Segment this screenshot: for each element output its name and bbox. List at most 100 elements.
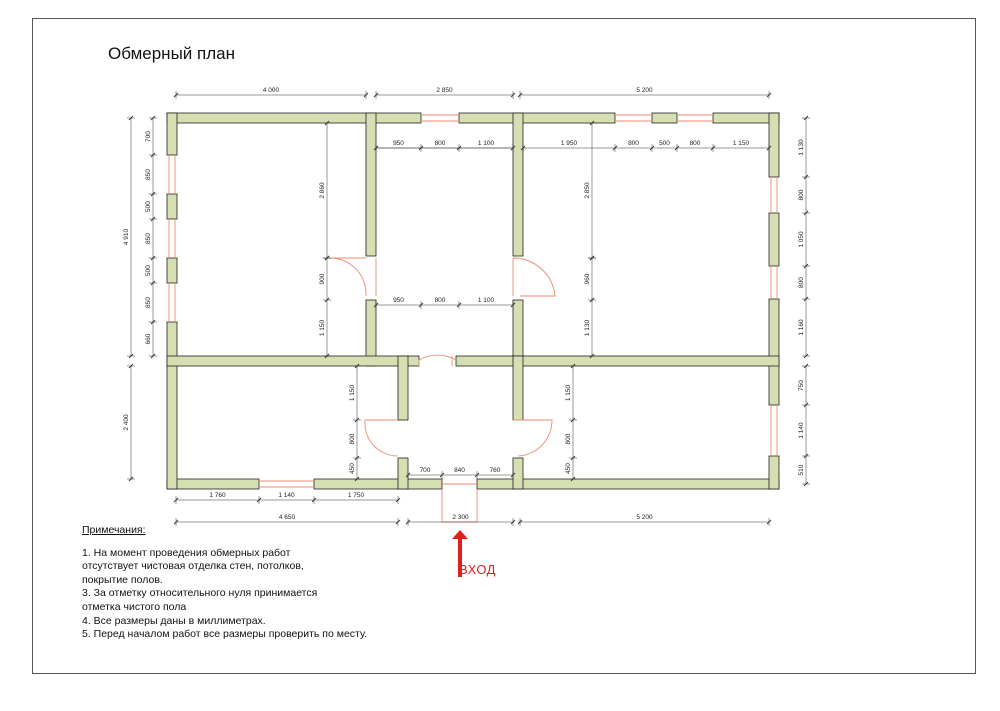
dim-corridor-mid-tick-mark	[418, 302, 424, 308]
dim-hall-bottom-label: 760	[490, 467, 501, 474]
dim-left-room-h-tick-mark	[324, 120, 330, 126]
dim-right-bottom-tick-mark	[803, 402, 809, 408]
dim-bottom-left-total-label: 4 650	[279, 514, 296, 521]
dim-hall-left-label: 800	[349, 433, 356, 444]
dim-corridor-mid-label: 800	[435, 297, 446, 304]
dim-left-windows-label: 660	[145, 333, 152, 344]
wall-segment	[166, 355, 420, 367]
dim-hall-left-tick-mark	[354, 417, 360, 423]
dim-right-door-label: 960	[584, 273, 591, 284]
notes: Примечания: 1. На момент проведения обме…	[82, 524, 367, 642]
page-title: Обмерный план	[108, 44, 235, 63]
door-swing	[418, 354, 457, 366]
entry-arrow-icon	[452, 530, 468, 577]
dim-right-label: 1 160	[798, 319, 805, 336]
dim-bottom-left-label: 1 760	[209, 492, 226, 499]
wall-segment	[166, 193, 178, 220]
dim-right-door-tick-mark	[589, 353, 595, 359]
dim-left-windows-tick-mark	[150, 280, 156, 286]
dim-right-room-tick-mark	[649, 145, 655, 151]
dim-right-label: 1 130	[798, 139, 805, 156]
dim-right-room-h-tick-mark	[589, 120, 595, 126]
dim-left-windows-label: 500	[145, 265, 152, 276]
dim-left-windows-label: 500	[145, 201, 152, 212]
dim-hall-bottom-tick-mark	[439, 472, 445, 478]
dim-bottom-left-total-tick-mark	[395, 519, 401, 525]
drawing-frame	[32, 18, 976, 674]
entry-label: ВХОД	[459, 562, 496, 577]
note-line: 4. Все размеры даны в миллиметрах.	[82, 614, 266, 627]
dim-right-tick-mark	[803, 115, 809, 121]
dim-bottom-left-total-tick-mark	[173, 519, 179, 525]
wall-segment	[166, 478, 260, 490]
dim-right-door-tick-mark	[589, 297, 595, 303]
wall-segment	[512, 355, 524, 421]
dim-hall-right-tick-mark	[570, 476, 576, 482]
dim-right-room-label: 1 950	[561, 140, 578, 147]
dim-right-room-tick-mark	[766, 145, 772, 151]
dim-corridor-top-label: 950	[393, 140, 404, 147]
dim-left-overall-tick-mark	[128, 353, 134, 359]
dim-right-bottom-label: 750	[798, 380, 805, 391]
dim-left-windows-tick-mark	[150, 152, 156, 158]
notes-heading: Примечания:	[82, 524, 146, 536]
dim-left-windows-label: 700	[145, 131, 152, 142]
dim-top-mid-label: 2 850	[436, 87, 453, 94]
dim-right-room-label: 800	[690, 140, 701, 147]
dim-top-left-label: 4 000	[263, 87, 280, 94]
wall-segment	[397, 457, 409, 490]
dim-right-tick-mark	[803, 174, 809, 180]
dim-left-windows-tick-mark	[150, 115, 156, 121]
dim-hall-right-label: 1 150	[565, 384, 572, 401]
dim-right-bottom-tick-mark	[803, 481, 809, 487]
dim-hall-bottom-label: 840	[454, 467, 465, 474]
dim-left-windows-tick-mark	[150, 216, 156, 222]
door-swing	[512, 257, 556, 297]
dim-left-windows-tick-mark	[150, 319, 156, 325]
dim-right-tick-mark	[803, 353, 809, 359]
dim-left-windows-label: 850	[145, 169, 152, 180]
dim-hall-bottom-tick-mark	[405, 472, 411, 478]
dim-top-mid-tick-mark	[373, 92, 379, 98]
dim-hall-bottom-label: 700	[420, 467, 431, 474]
wall-segment	[458, 112, 616, 124]
dim-left-door-tick-mark	[324, 297, 330, 303]
dim-hall-right-tick-mark	[570, 455, 576, 461]
note-line: 1. На момент проведения обмерных работ	[82, 546, 291, 559]
wall-segment	[768, 212, 780, 267]
dim-bottom-left-tick-mark	[256, 497, 262, 503]
dim-top-right-label: 5 200	[636, 87, 653, 94]
wall-segment	[651, 112, 678, 124]
wall-segment	[313, 478, 443, 490]
dim-top-mid-tick-mark	[510, 92, 516, 98]
entry-arrow-head	[452, 530, 468, 539]
dim-hall-left-label: 450	[349, 463, 356, 474]
dim-bottom-right-tick-mark	[517, 519, 523, 525]
dim-hall-left-label: 1 150	[349, 384, 356, 401]
dim-left-bottom-tick-mark	[128, 363, 134, 369]
dim-left-door-tick-mark	[324, 353, 330, 359]
dim-bottom-right-label: 5 200	[636, 514, 653, 521]
wall-segment	[768, 455, 780, 490]
dim-bottom-left-tick-mark	[311, 497, 317, 503]
dim-corridor-mid-tick-mark	[456, 302, 462, 308]
dim-bottom-left-tick-mark	[173, 497, 179, 503]
dim-top-right-tick-mark	[766, 92, 772, 98]
dim-left-windows-label: 850	[145, 233, 152, 244]
dim-hall-width-tick-mark	[405, 519, 411, 525]
wall-segment	[166, 321, 178, 490]
dim-bottom-right-tick-mark	[766, 519, 772, 525]
dim-left-overall-tick-mark	[128, 115, 134, 121]
wall-segment	[768, 112, 780, 178]
wall-segment	[166, 112, 422, 124]
dim-right-tick-mark	[803, 296, 809, 302]
dim-right-bottom-tick-mark	[803, 363, 809, 369]
dim-corridor-top-tick-mark	[510, 145, 516, 151]
dim-corridor-top-tick-mark	[373, 145, 379, 151]
dim-left-overall-label: 4 910	[123, 228, 130, 245]
door-swing	[329, 257, 367, 297]
note-line: отсутствует чистовая отделка стен, потол…	[82, 560, 304, 573]
wall-segment	[166, 112, 178, 156]
